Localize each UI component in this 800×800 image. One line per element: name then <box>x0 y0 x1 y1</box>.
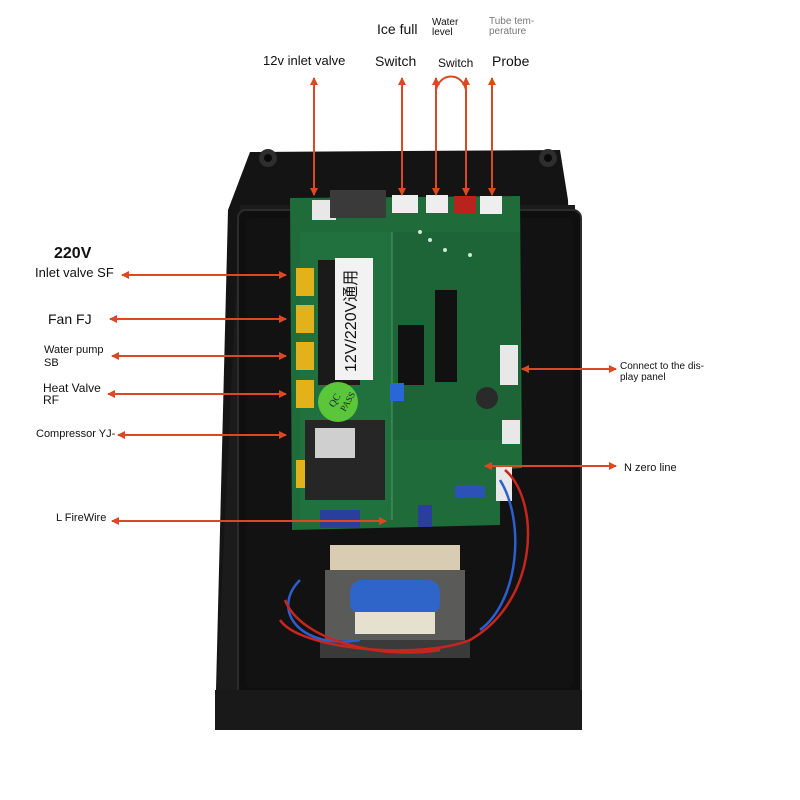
label-n-zero-line: N zero line <box>624 462 677 474</box>
label-fan-fj: Fan FJ <box>48 311 92 327</box>
label-tube-temperature-1: Tube tem- <box>489 16 535 27</box>
label-compressor: Compressor YJ- <box>36 428 116 440</box>
label-water-pump-2: SB <box>44 357 59 369</box>
pcb-board <box>290 190 522 530</box>
label-water-level-switch: Switch <box>438 56 474 70</box>
label-heat-valve-2: RF <box>43 393 59 407</box>
callout-arrows <box>107 75 617 525</box>
label-water-level-2: level <box>432 27 453 38</box>
label-water-level-1: Water <box>432 17 459 28</box>
label-display-panel-2: play panel <box>620 372 666 383</box>
label-heat-valve-1: Heat Valve <box>43 381 101 395</box>
label-220v: 220V <box>54 246 92 260</box>
label-inlet-valve-sf: Inlet valve SF <box>35 265 114 280</box>
label-tube-temperature-probe: Probe <box>492 53 530 69</box>
label-ice-full: Ice full <box>377 21 418 37</box>
wires <box>278 469 530 654</box>
label-ice-full-switch: Switch <box>375 53 417 69</box>
label-12v-inlet-valve: 12v inlet valve <box>263 53 346 68</box>
label-l-firewire: L FireWire <box>56 512 107 524</box>
label-water-pump-1: Water pump <box>44 344 104 356</box>
transformer <box>320 545 470 658</box>
label-tube-temperature-2: perature <box>489 26 527 37</box>
relay-print-text: 12V/220V通用 <box>342 270 360 372</box>
label-display-panel-1: Connect to the dis- <box>620 361 704 372</box>
